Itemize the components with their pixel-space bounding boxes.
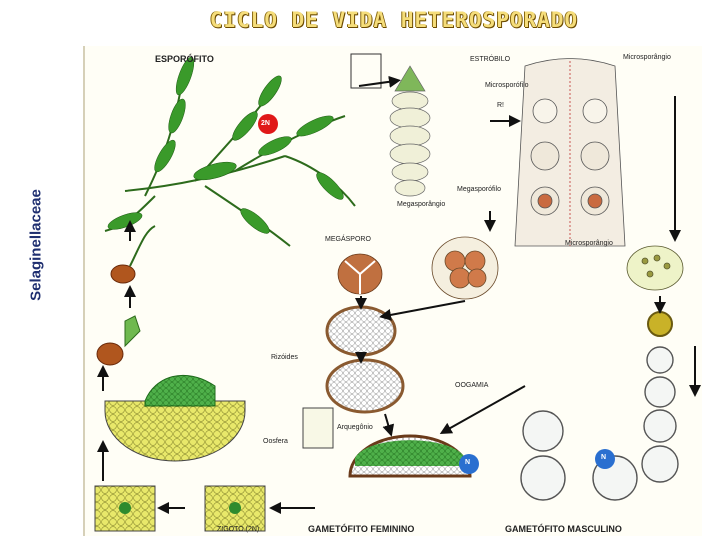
diagram-title: CICLO DE VIDA HETEROSPORADO xyxy=(209,8,579,32)
label-oosfera: Oosfera xyxy=(263,438,288,445)
label-estrobilo: ESTRÓBILO xyxy=(470,56,511,63)
megaspore-stage-1 xyxy=(325,305,397,357)
label-gametofito-feminino: GAMETÓFITO FEMININO xyxy=(308,524,415,534)
label-microsporofilo: Microsporófilo xyxy=(485,82,529,89)
zygote-box-1 xyxy=(94,485,156,532)
label-megasporofilo: Megasporófilo xyxy=(457,186,501,193)
young-sporophyte xyxy=(96,225,156,366)
embryo-gametophyte xyxy=(104,374,246,462)
label-n-left: N xyxy=(465,459,471,466)
zygote-cell-2 xyxy=(229,502,241,514)
side-label-text: Selaginellaceae xyxy=(27,189,45,301)
label-n-right: N xyxy=(601,454,607,461)
label-megasporo: MEGÁSPORO xyxy=(325,236,371,243)
ploidy-n-badge-right xyxy=(595,449,615,469)
male-gametophyte-stages xyxy=(520,346,679,501)
strobilus xyxy=(389,65,431,197)
label-arquegonio: Arquegônio xyxy=(337,424,373,431)
label-rizoides: Rizóides xyxy=(271,354,298,361)
megaspore-stage-2 xyxy=(325,358,405,414)
sporophyte-leaves xyxy=(107,56,344,234)
label-2n: 2N xyxy=(261,120,270,127)
female-gametophyte xyxy=(348,434,472,478)
strobilus-inset-box xyxy=(350,53,382,89)
label-oogamia: OOGAMIA xyxy=(455,382,489,389)
strobilus-section xyxy=(514,58,626,247)
life-cycle-illustration xyxy=(94,53,701,532)
zygote-cell-1 xyxy=(119,502,131,514)
megasporangium xyxy=(431,236,499,300)
ploidy-n-badge-left xyxy=(459,454,479,474)
microspore xyxy=(647,311,673,337)
label-megasporangio: Megasporângio xyxy=(397,201,446,208)
microsporangium xyxy=(626,245,684,291)
label-zigoto: ZIGOTO (2N) xyxy=(217,526,260,533)
label-esporofito: ESPORÓFITO xyxy=(155,54,214,64)
ploidy-2n-badge xyxy=(258,114,278,134)
label-ri: R! xyxy=(497,102,504,109)
oosphere-inset xyxy=(302,407,334,449)
cycle-arrows xyxy=(97,75,701,514)
side-label: Selaginellaceae xyxy=(18,160,54,330)
sporophyte-plant xyxy=(104,65,356,247)
megaspore xyxy=(337,253,383,295)
label-microsporangio-top: Microsporângio xyxy=(623,54,671,61)
label-gametofito-masculino: GAMETÓFITO MASCULINO xyxy=(505,524,622,534)
label-microsporangio-bottom: Microsporângio xyxy=(565,240,613,247)
diagram-panel: ESPORÓFITO 2N ESTRÓBILO Microsporângio M… xyxy=(83,46,702,536)
